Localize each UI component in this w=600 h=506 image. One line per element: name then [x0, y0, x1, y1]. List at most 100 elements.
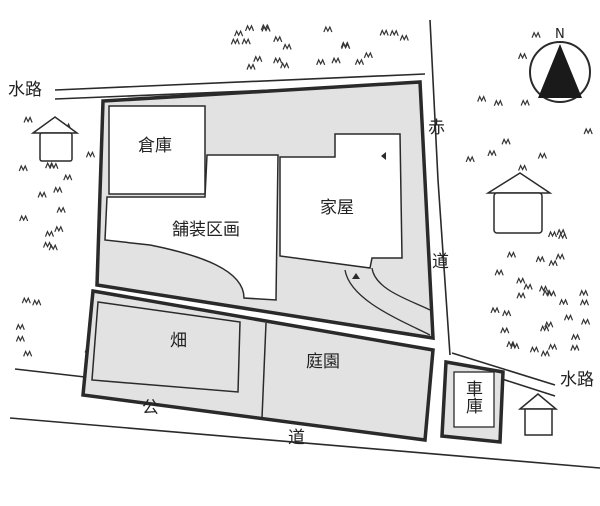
grass-mark [523, 283, 533, 290]
grass-mark [241, 37, 251, 45]
grass-mark [547, 230, 558, 238]
grass-mark [558, 232, 568, 240]
grass-mark [37, 191, 47, 198]
grass-mark [540, 324, 550, 332]
grass-mark [516, 291, 526, 299]
grass-mark [544, 320, 554, 328]
grass-mark [23, 349, 33, 357]
grass-mark [493, 99, 503, 107]
red-road-label-1: 赤 [428, 118, 445, 138]
grass-mark [487, 149, 497, 157]
grass-mark [244, 24, 255, 32]
grass-mark [42, 241, 53, 248]
grass-mark [546, 289, 557, 297]
grass-mark [517, 52, 528, 60]
grass-mark [15, 335, 25, 342]
grass-mark [54, 225, 64, 233]
grass-mark [535, 255, 545, 263]
grass-mark [506, 340, 516, 348]
warehouse-building [108, 105, 206, 195]
grass-mark [559, 298, 569, 306]
grass-mark [45, 161, 55, 169]
grass-mark [18, 164, 28, 172]
grass-mark [273, 35, 283, 43]
grass-mark [494, 268, 504, 276]
house-building [279, 133, 403, 269]
grass-mark [529, 345, 539, 353]
grass-mark [389, 29, 399, 37]
warehouse-label: 倉庫 [138, 136, 172, 156]
field-boundary [91, 301, 241, 393]
grass-mark [323, 25, 333, 33]
grass-mark [518, 164, 528, 171]
grass-mark [253, 55, 263, 63]
public-road-label-1: 公 [142, 398, 159, 418]
grass-mark [48, 243, 58, 251]
public-road-label-2: 道 [288, 428, 305, 448]
compass-icon [529, 41, 591, 103]
grass-mark [502, 309, 512, 317]
grass-mark [581, 318, 591, 325]
grass-mark [56, 206, 66, 214]
grass-mark [85, 150, 96, 158]
grass-mark [21, 296, 31, 304]
grass-mark [32, 298, 42, 306]
grass-mark [230, 37, 240, 45]
grass-mark [555, 253, 565, 260]
grass-mark [501, 137, 511, 145]
grass-mark [282, 43, 292, 50]
paved-area-label: 舗装区画 [172, 220, 240, 240]
grass-mark [556, 228, 566, 236]
grass-mark [363, 51, 373, 59]
house-side-entrance-icon [381, 152, 386, 160]
grass-mark [520, 99, 530, 106]
public-road [9, 368, 600, 469]
grass-mark [531, 31, 541, 39]
grass-mark [53, 186, 63, 193]
field-garden-divider [261, 322, 267, 419]
grass-mark [234, 29, 244, 37]
grass-mark [23, 116, 33, 123]
grass-mark [477, 95, 487, 102]
grass-mark [341, 42, 351, 50]
grass-mark [354, 58, 365, 66]
grass-mark [280, 61, 290, 69]
grass-mark [500, 326, 510, 334]
grass-mark [579, 289, 589, 297]
grass-mark [63, 173, 73, 181]
house-label: 家屋 [320, 198, 354, 218]
grass-mark [246, 63, 256, 70]
grass-mark [465, 155, 475, 163]
garden-label: 庭園 [306, 352, 340, 372]
garage-building [453, 371, 495, 428]
house-entrance-icon [352, 273, 360, 279]
neighbor-house-icon [30, 116, 559, 436]
paved-area [104, 154, 279, 301]
grass-mark [539, 285, 549, 292]
grass-mark [548, 259, 558, 267]
garage-label: 車庫 [462, 380, 482, 414]
field-label: 畑 [170, 331, 187, 351]
red-road-label-2: 道 [432, 252, 449, 272]
lower-parcel [81, 288, 435, 442]
compass-north-label: N [555, 27, 565, 42]
driveway [344, 267, 431, 336]
grass-mark [44, 230, 55, 237]
grass-mark [316, 58, 326, 66]
grass-mark [548, 343, 558, 351]
grass-mark [379, 29, 389, 36]
grass-mark [537, 152, 547, 159]
grass-mark [563, 313, 574, 321]
water-channel-label-left: 水路 [8, 80, 42, 100]
red-road-line [429, 19, 451, 356]
grass-mark [516, 276, 526, 284]
grass-mark [273, 56, 283, 64]
grass-mark [571, 333, 581, 341]
grass-mark [579, 298, 590, 306]
grass-mark [510, 342, 520, 350]
grass-mark [540, 349, 550, 357]
grass-mark [260, 23, 270, 31]
grass-mark [399, 34, 409, 41]
grass-mark [506, 251, 517, 258]
